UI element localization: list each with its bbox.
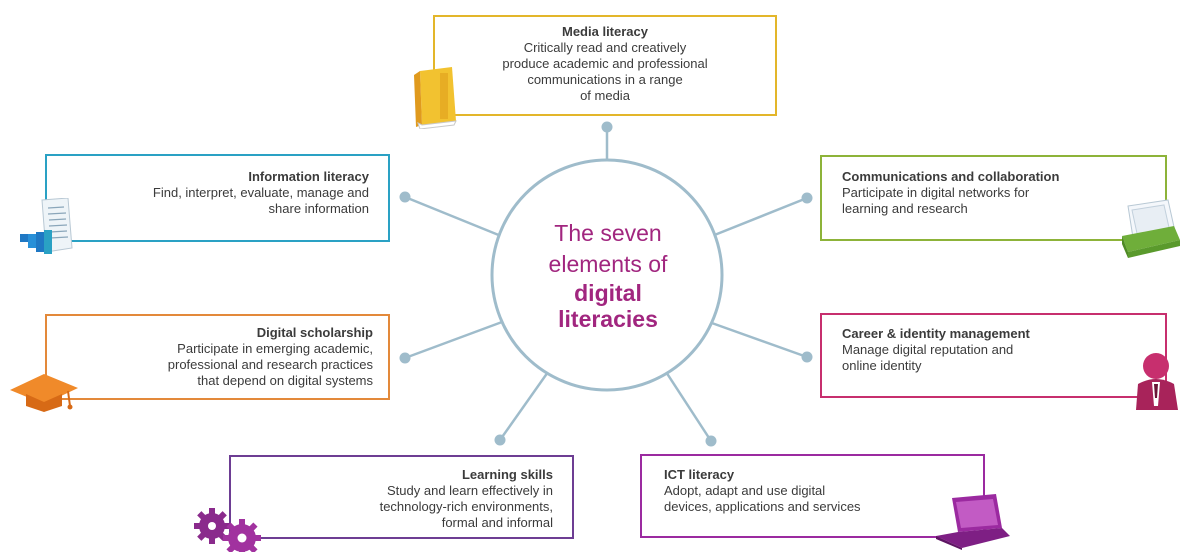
information-literacy-desc-1: Find, interpret, evaluate, manage and bbox=[152, 185, 369, 200]
center-line-3: digital bbox=[574, 280, 642, 306]
spoke-communications bbox=[706, 196, 808, 240]
ict-literacy-desc-1: Adopt, adapt and use digital bbox=[664, 483, 826, 498]
communications-box: Communications and collaboration Partici… bbox=[820, 155, 1167, 241]
spoke-dot-media bbox=[601, 121, 613, 133]
media-literacy-desc-2: produce academic and professional bbox=[502, 56, 708, 71]
hub-circle bbox=[490, 158, 724, 392]
ict-literacy-title: ICT literacy bbox=[664, 467, 735, 482]
spoke-scholarship bbox=[404, 320, 503, 360]
center-line-1: The seven bbox=[554, 220, 662, 246]
digital-scholarship-title: Digital scholarship bbox=[256, 325, 373, 340]
center-line-4: literacies bbox=[558, 306, 658, 332]
learning-skills-box: Learning skills Study and learn effectiv… bbox=[229, 455, 574, 539]
information-literacy-desc-2: share information bbox=[268, 201, 369, 216]
media-literacy-desc-1: Critically read and creatively bbox=[523, 40, 687, 55]
information-literacy-box: Information literacy Find, interpret, ev… bbox=[45, 154, 390, 242]
spoke-dot-information bbox=[399, 191, 411, 203]
spoke-career bbox=[708, 320, 808, 359]
communications-desc-1: Participate in digital networks for bbox=[842, 185, 1030, 200]
document-chart-icon bbox=[20, 198, 73, 254]
spoke-dot-ict bbox=[705, 435, 717, 447]
communications-desc-2: learning and research bbox=[842, 201, 968, 216]
spoke-dot-learning bbox=[494, 434, 506, 446]
digital-scholarship-box: Digital scholarship Participate in emerg… bbox=[45, 314, 390, 400]
card-file-icon bbox=[1122, 199, 1180, 258]
media-literacy-box: Media literacy Critically read and creat… bbox=[433, 15, 777, 116]
learning-skills-title: Learning skills bbox=[461, 467, 553, 482]
career-identity-desc-1: Manage digital reputation and bbox=[842, 342, 1014, 357]
career-identity-box: Career & identity management Manage digi… bbox=[820, 313, 1167, 398]
person-icon bbox=[1136, 353, 1178, 410]
ict-literacy-box: ICT literacy Adopt, adapt and use digita… bbox=[640, 454, 985, 538]
digital-scholarship-desc-2: professional and research practices bbox=[167, 357, 373, 372]
communications-title: Communications and collaboration bbox=[842, 169, 1060, 184]
spoke-dot-communications bbox=[801, 192, 813, 204]
career-identity-title: Career & identity management bbox=[842, 326, 1030, 341]
media-literacy-title: Media literacy bbox=[562, 24, 648, 39]
learning-skills-desc-1: Study and learn effectively in bbox=[387, 483, 553, 498]
information-literacy-title: Information literacy bbox=[248, 169, 369, 184]
media-literacy-desc-4: of media bbox=[580, 88, 630, 103]
career-identity-desc-2: online identity bbox=[842, 358, 922, 373]
learning-skills-desc-2: technology-rich environments, bbox=[379, 499, 553, 514]
learning-skills-desc-3: formal and informal bbox=[441, 515, 553, 530]
center-line-2: elements of bbox=[548, 251, 668, 277]
spoke-information bbox=[404, 195, 507, 240]
book-icon bbox=[414, 67, 457, 129]
gears-icon bbox=[194, 508, 261, 552]
digital-scholarship-desc-1: Participate in emerging academic, bbox=[177, 341, 373, 356]
spoke-dot-career bbox=[801, 351, 813, 363]
media-literacy-desc-3: communications in a range bbox=[527, 72, 683, 87]
ict-literacy-desc-2: devices, applications and services bbox=[664, 499, 861, 514]
graduation-cap-icon bbox=[10, 374, 78, 412]
digital-scholarship-desc-3: that depend on digital systems bbox=[197, 373, 373, 388]
laptop-icon bbox=[936, 494, 1010, 550]
spoke-dot-scholarship bbox=[399, 352, 411, 364]
center-title: The seven elements of digital literacies bbox=[492, 218, 724, 332]
